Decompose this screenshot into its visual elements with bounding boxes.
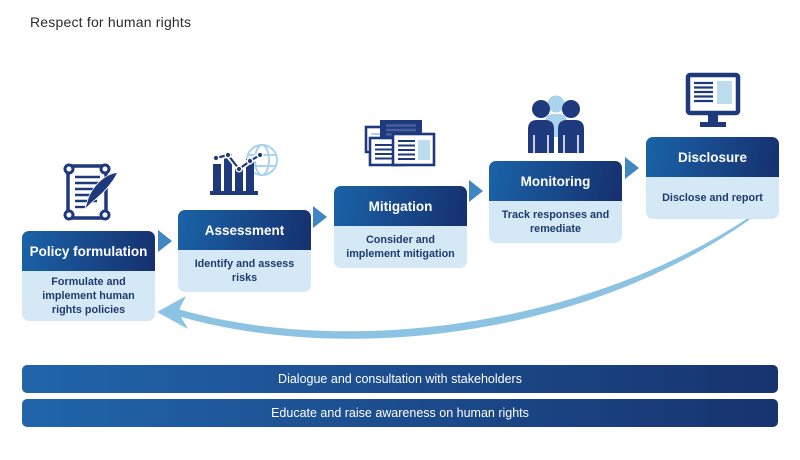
bar-dialogue-consultation: Dialogue and consultation with stakehold… (22, 365, 778, 393)
step-description: Formulate and implement human rights pol… (22, 271, 155, 322)
bar-chart-globe-icon (178, 134, 311, 210)
step-assessment: Assessment Identify and assess risks (178, 134, 311, 292)
step-title: Assessment (178, 210, 311, 250)
loop-arrowhead-icon (157, 296, 188, 329)
step-title: Policy formulation (22, 231, 155, 271)
connector-arrow-icon-2 (313, 206, 327, 228)
step-title: Mitigation (334, 186, 467, 226)
step-title: Monitoring (489, 161, 622, 201)
scroll-quill-icon (22, 150, 155, 231)
monitor-report-icon (646, 64, 779, 137)
step-mitigation: Mitigation Consider and implement mitiga… (334, 110, 467, 268)
page-title: Respect for human rights (30, 14, 192, 30)
bar-educate-awareness: Educate and raise awareness on human rig… (22, 399, 778, 427)
step-monitoring: Monitoring Track responses and remediate (489, 87, 622, 243)
step-description: Consider and implement mitigation (334, 226, 467, 268)
step-disclosure: Disclosure Disclose and report (646, 64, 779, 219)
connector-arrow-icon-4 (625, 157, 639, 179)
connector-arrow-icon-3 (469, 180, 483, 202)
stacked-documents-icon (334, 110, 467, 186)
step-description: Track responses and remediate (489, 201, 622, 243)
people-group-icon (489, 87, 622, 161)
bar-label: Educate and raise awareness on human rig… (271, 406, 529, 420)
step-title: Disclosure (646, 137, 779, 177)
step-description: Disclose and report (646, 177, 779, 219)
step-description: Identify and assess risks (178, 250, 311, 292)
step-policy-formulation: Policy formulation Formulate and impleme… (22, 150, 155, 322)
bar-label: Dialogue and consultation with stakehold… (278, 372, 522, 386)
connector-arrow-icon-1 (158, 230, 172, 252)
